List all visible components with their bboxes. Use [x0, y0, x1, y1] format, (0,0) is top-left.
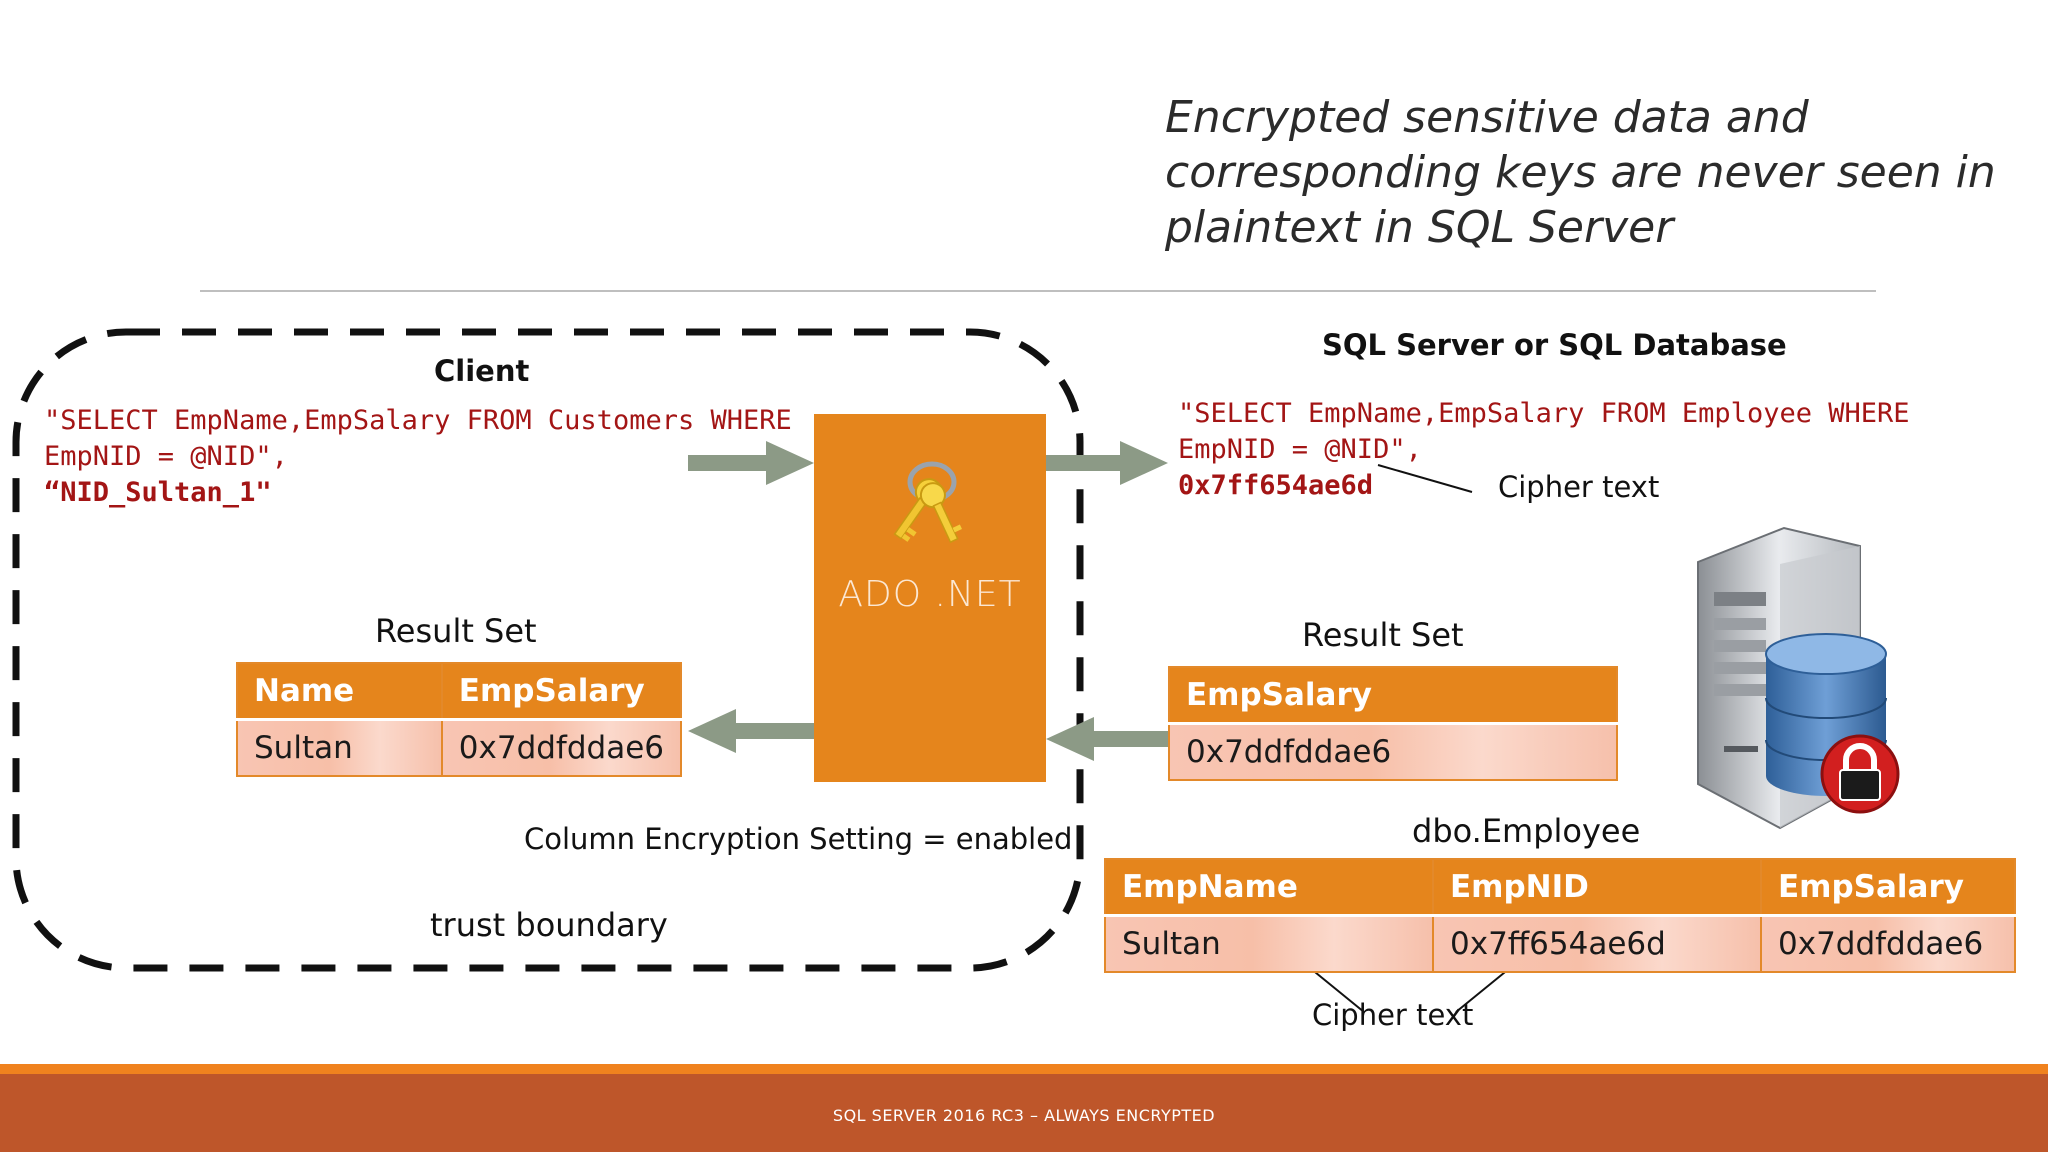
client-result-title: Result Set: [375, 612, 537, 650]
trust-boundary-label: trust boundary: [430, 906, 668, 944]
table-cipher-label: Cipher text: [1312, 998, 1474, 1032]
lock-icon: [1820, 734, 1900, 814]
server-query-line2: EmpNID = @NID",: [1178, 434, 1422, 465]
server-query: "SELECT EmpName,EmpSalary FROM Employee …: [1178, 396, 1910, 504]
server-result-cell-salary: 0x7ddfddae6: [1168, 722, 1618, 781]
table-header-row: EmpName EmpNID EmpSalary: [1104, 858, 2016, 917]
ado-net-driver: ADO .NET: [814, 414, 1046, 782]
client-title: Client: [434, 354, 530, 388]
employee-cell-salary: 0x7ddfddae6: [1760, 914, 2016, 973]
cipher-connector-table-left: [1309, 967, 1365, 1013]
server-query-line1: "SELECT EmpName,EmpSalary FROM Employee …: [1178, 398, 1910, 429]
footer-text: SQL SERVER 2016 RC3 – ALWAYS ENCRYPTED: [832, 1106, 1216, 1125]
table-row: Sultan 0x7ff654ae6d 0x7ddfddae6: [1104, 914, 2016, 973]
employee-header-name: EmpName: [1104, 858, 1434, 917]
employee-table: EmpName EmpNID EmpSalary Sultan 0x7ff654…: [1104, 858, 2016, 973]
footer-accent-stripe: [0, 1064, 2048, 1074]
client-query-line2: EmpNID = @NID",: [44, 441, 288, 472]
header-divider: [200, 290, 1876, 292]
table-row: Sultan 0x7ddfddae6: [236, 718, 683, 777]
arrow-server-to-driver: [1046, 717, 1168, 761]
cipher-connector-query: [1377, 464, 1473, 493]
arrow-driver-to-server: [1046, 441, 1168, 485]
client-query: "SELECT EmpName,EmpSalary FROM Customers…: [44, 403, 792, 511]
arrow-driver-to-client: [688, 709, 814, 753]
server-title: SQL Server or SQL Database: [1322, 328, 1787, 362]
employee-header-nid: EmpNID: [1432, 858, 1762, 917]
ado-net-label: ADO .NET: [838, 574, 1022, 615]
column-encryption-setting: Column Encryption Setting = enabled: [524, 822, 1073, 856]
server-query-param: 0x7ff654ae6d: [1178, 470, 1374, 501]
employee-header-salary: EmpSalary: [1760, 858, 2016, 917]
arrow-query-to-driver: [688, 441, 814, 485]
trust-boundary-outline: [12, 328, 1084, 972]
table-header-row: EmpSalary: [1168, 666, 1618, 725]
server-result-title: Result Set: [1302, 616, 1464, 654]
table-header-row: Name EmpSalary: [236, 662, 683, 721]
employee-cell-nid: 0x7ff654ae6d: [1432, 914, 1762, 973]
server-cipher-label: Cipher text: [1498, 470, 1660, 504]
employee-cell-name: Sultan: [1104, 914, 1434, 973]
employee-table-title: dbo.Employee: [1412, 812, 1641, 850]
client-query-line1: "SELECT EmpName,EmpSalary FROM Customers…: [44, 405, 792, 436]
cipher-connector-table-right: [1455, 967, 1511, 1013]
client-result-header-name: Name: [236, 662, 443, 721]
client-result-header-salary: EmpSalary: [440, 662, 683, 721]
client-result-cell-name: Sultan: [236, 718, 443, 777]
client-query-param: “NID_Sultan_1": [44, 477, 272, 508]
tagline: Encrypted sensitive data and correspondi…: [1165, 92, 1996, 253]
table-row: 0x7ddfddae6: [1168, 722, 1618, 781]
server-result-table: EmpSalary 0x7ddfddae6: [1168, 666, 1618, 781]
client-result-cell-salary: 0x7ddfddae6: [440, 718, 683, 777]
keys-icon: [893, 461, 962, 544]
client-result-table: Name EmpSalary Sultan 0x7ddfddae6: [236, 662, 683, 777]
footer-bar: SQL SERVER 2016 RC3 – ALWAYS ENCRYPTED: [0, 1074, 2048, 1152]
server-result-header-salary: EmpSalary: [1168, 666, 1618, 725]
database-server-lock-icon: [1697, 526, 1900, 830]
